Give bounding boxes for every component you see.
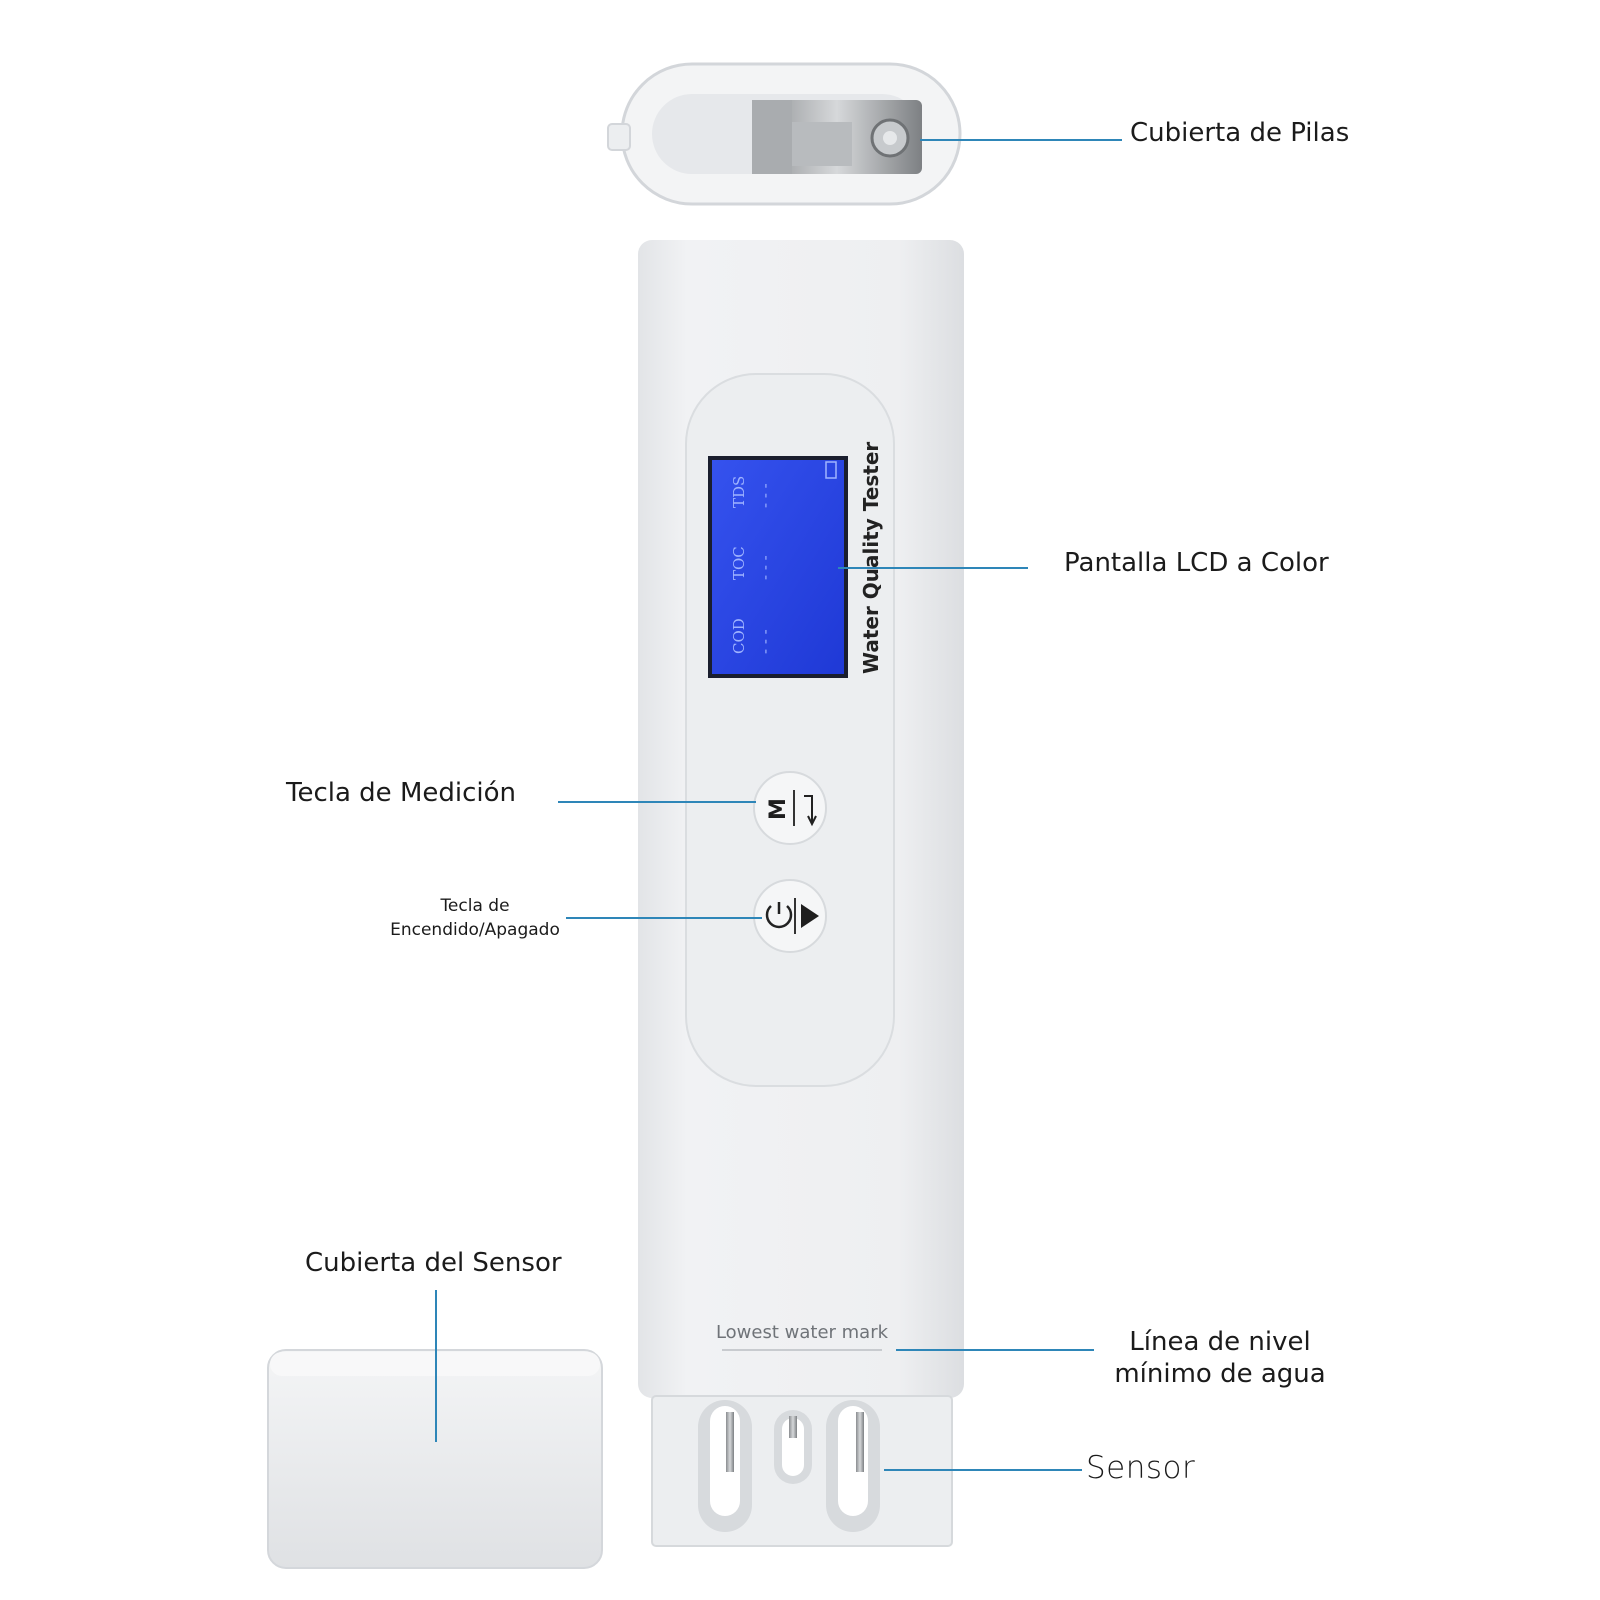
lcd-screen: COD TOC TDS - - - - - - - - - <box>708 456 848 678</box>
label-power-key-line2: Encendido/Apagado <box>390 920 560 940</box>
label-battery-cover: Cubierta de Pilas <box>1130 118 1350 148</box>
power-button[interactable] <box>753 879 827 953</box>
brand-text: Water Quality Tester <box>859 442 883 674</box>
lcd-param-tds: TDS <box>730 476 748 508</box>
label-lcd-screen: Pantalla LCD a Color <box>1064 548 1329 578</box>
water-mark-text: Lowest water mark <box>716 1322 889 1343</box>
measure-m-icon: M <box>766 798 791 820</box>
label-measure-key: Tecla de Medición <box>286 778 517 808</box>
sensor-probe <box>651 1395 953 1547</box>
lcd-reading-cod: - - - <box>756 629 774 654</box>
power-icon <box>765 902 793 929</box>
label-sensor-cover: Cubierta del Sensor <box>305 1248 562 1278</box>
leader-lines <box>435 139 1122 1471</box>
battery-cover <box>607 62 962 206</box>
measure-button[interactable]: M <box>753 771 827 845</box>
label-power-key-line1: Tecla de <box>440 896 510 916</box>
lcd-reading-toc: - - - <box>756 555 774 580</box>
down-arrow-icon <box>804 795 817 827</box>
label-water-line-line1: Línea de nivel <box>1129 1327 1311 1357</box>
label-water-line-line2: mínimo de agua <box>1114 1359 1326 1389</box>
lcd-param-toc: TOC <box>730 546 748 580</box>
play-icon <box>801 904 819 928</box>
lcd-reading-tds: - - - <box>756 483 774 508</box>
lcd-param-cod: COD <box>730 618 748 654</box>
label-water-line: Línea de nivel mínimo de agua <box>1104 1326 1336 1390</box>
label-power-key: Tecla de Encendido/Apagado <box>372 894 578 942</box>
label-sensor: Sensor <box>1086 1450 1196 1486</box>
